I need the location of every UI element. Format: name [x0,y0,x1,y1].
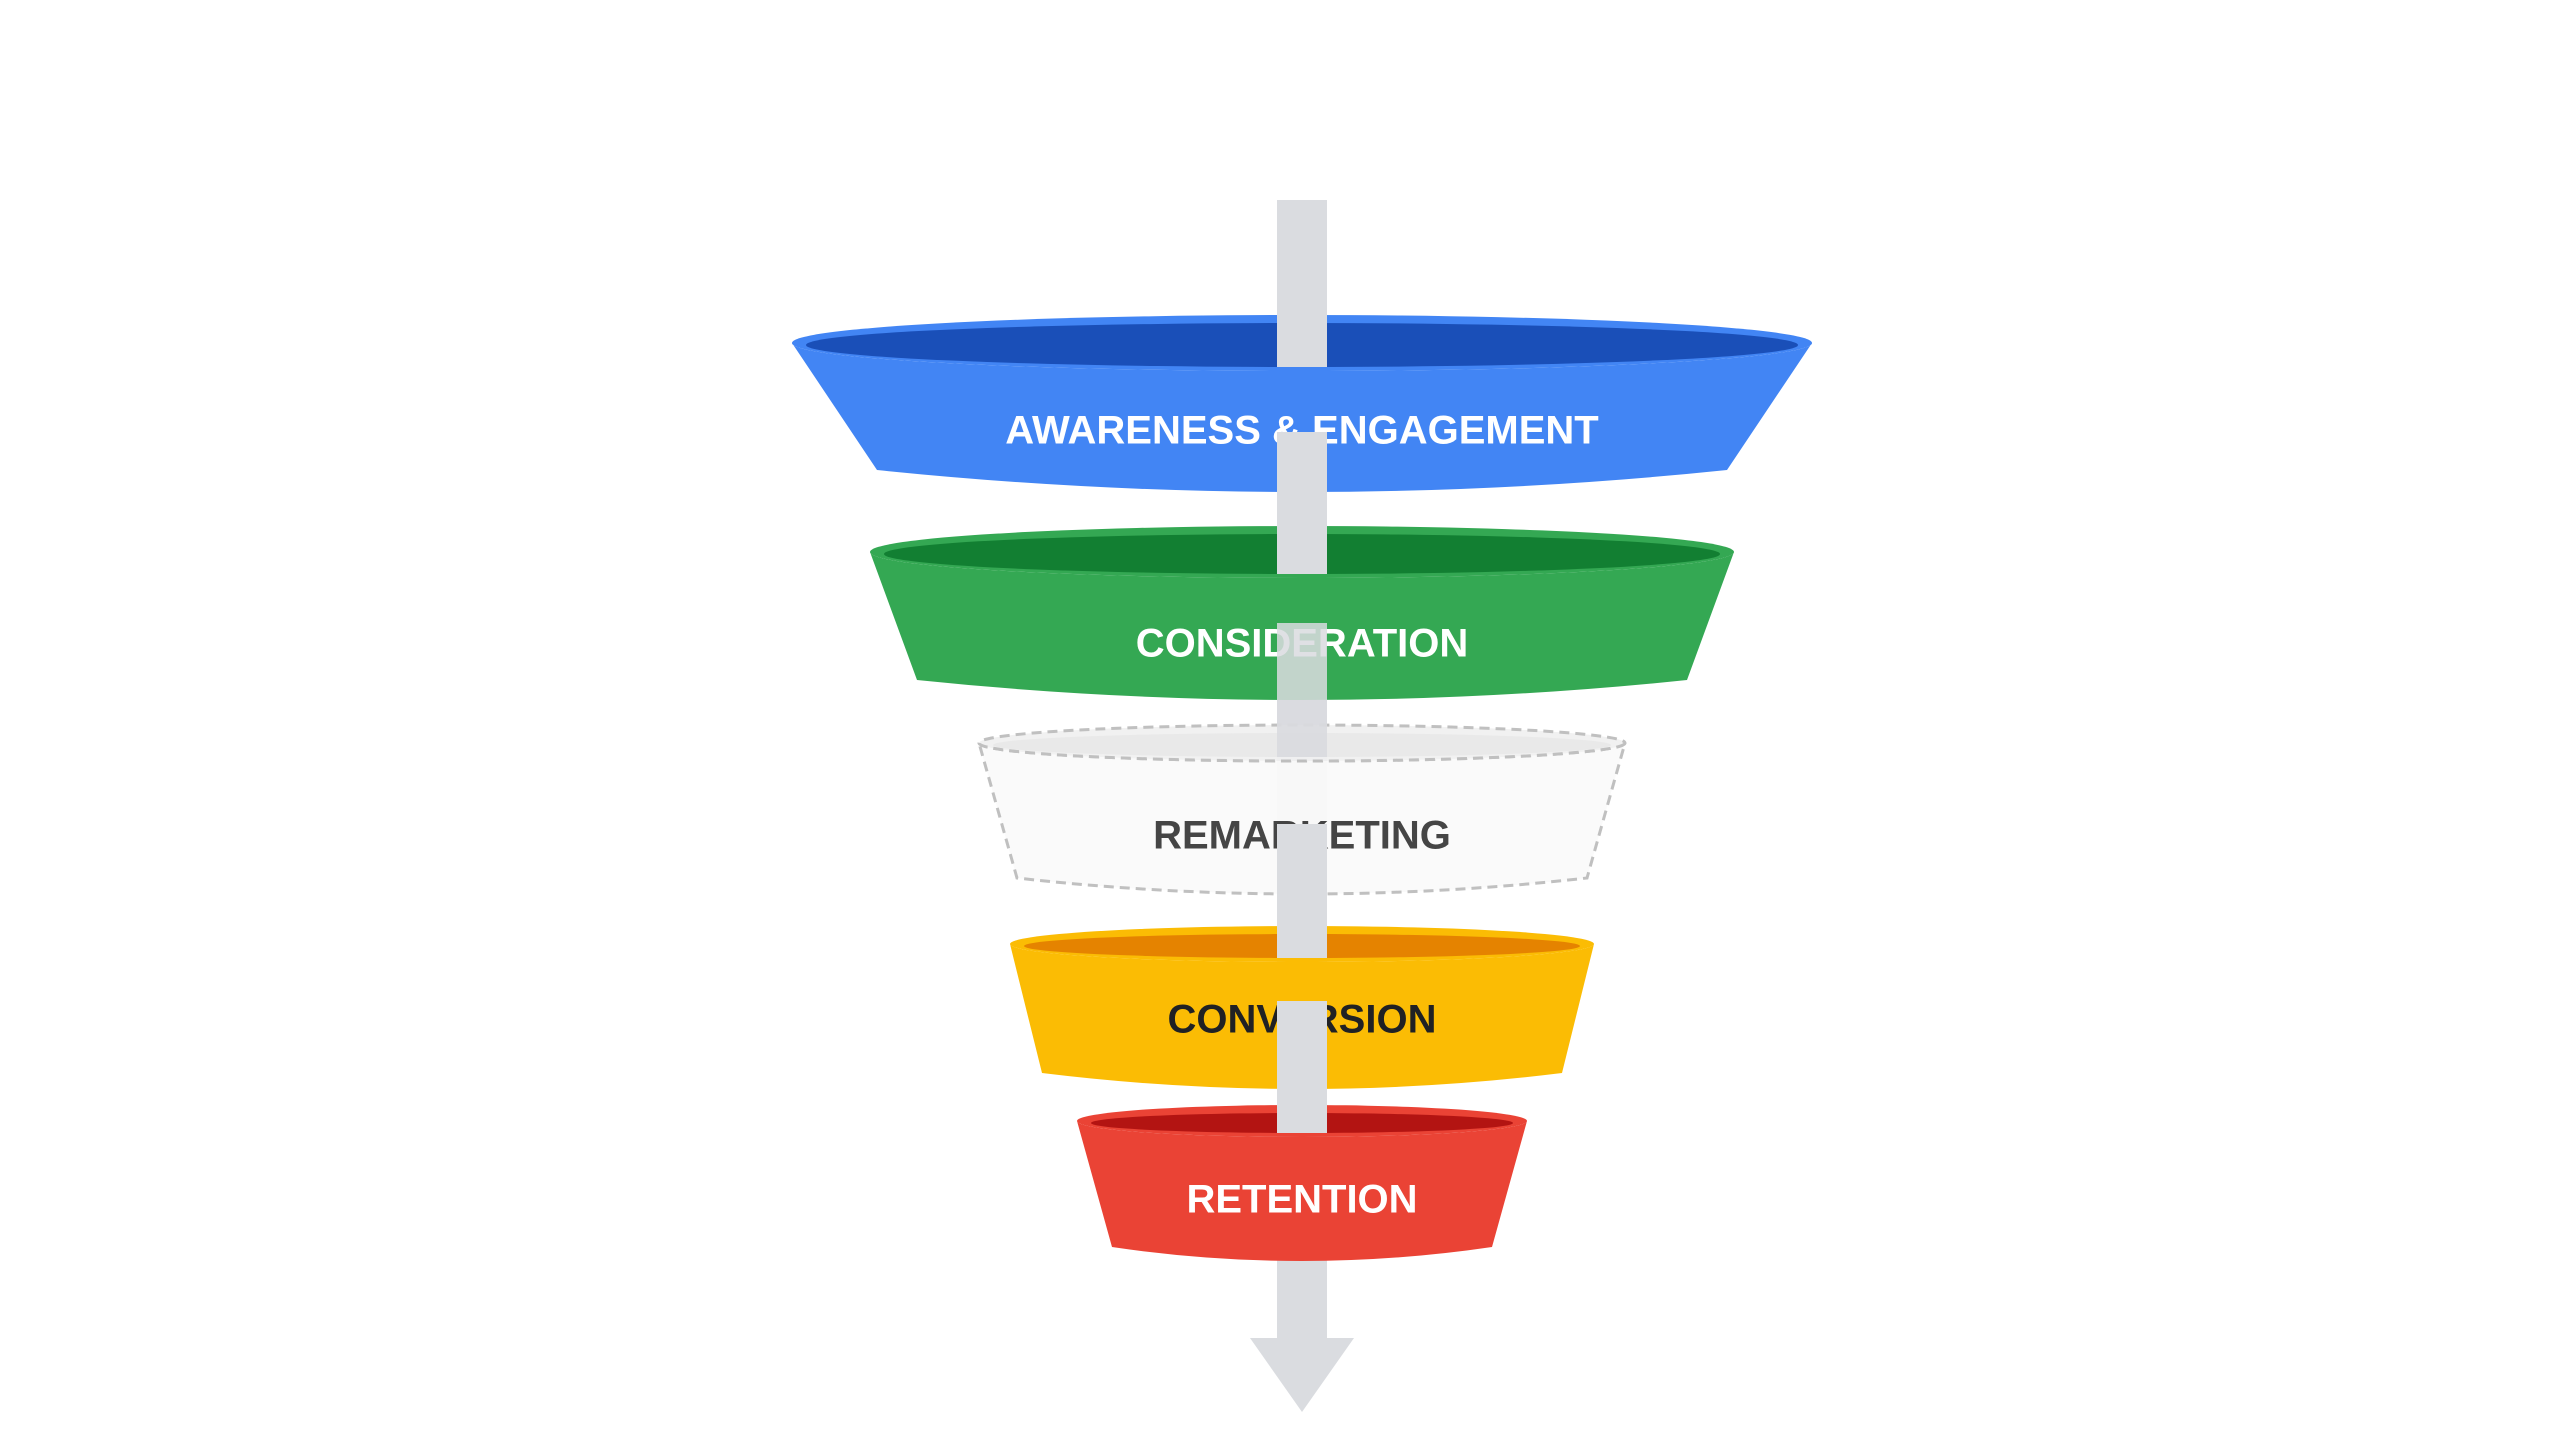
funnel-segment-body [1077,1121,1527,1261]
arrow-head [1250,1338,1354,1412]
funnel-segment-body [792,343,1812,492]
arrow-shaft-segment [1277,1001,1327,1133]
arrow-shaft-segment [1277,432,1327,574]
arrow-shaft-segment [1277,223,1327,367]
arrow-shaft-segment [1277,824,1327,958]
arrow-shaft-segment [1277,623,1327,757]
stage-remarketing: REMARKETING [977,623,1627,896]
stage-label-retention: RETENTION [1186,1178,1417,1222]
stage-retention: RETENTION [1077,1001,1527,1261]
